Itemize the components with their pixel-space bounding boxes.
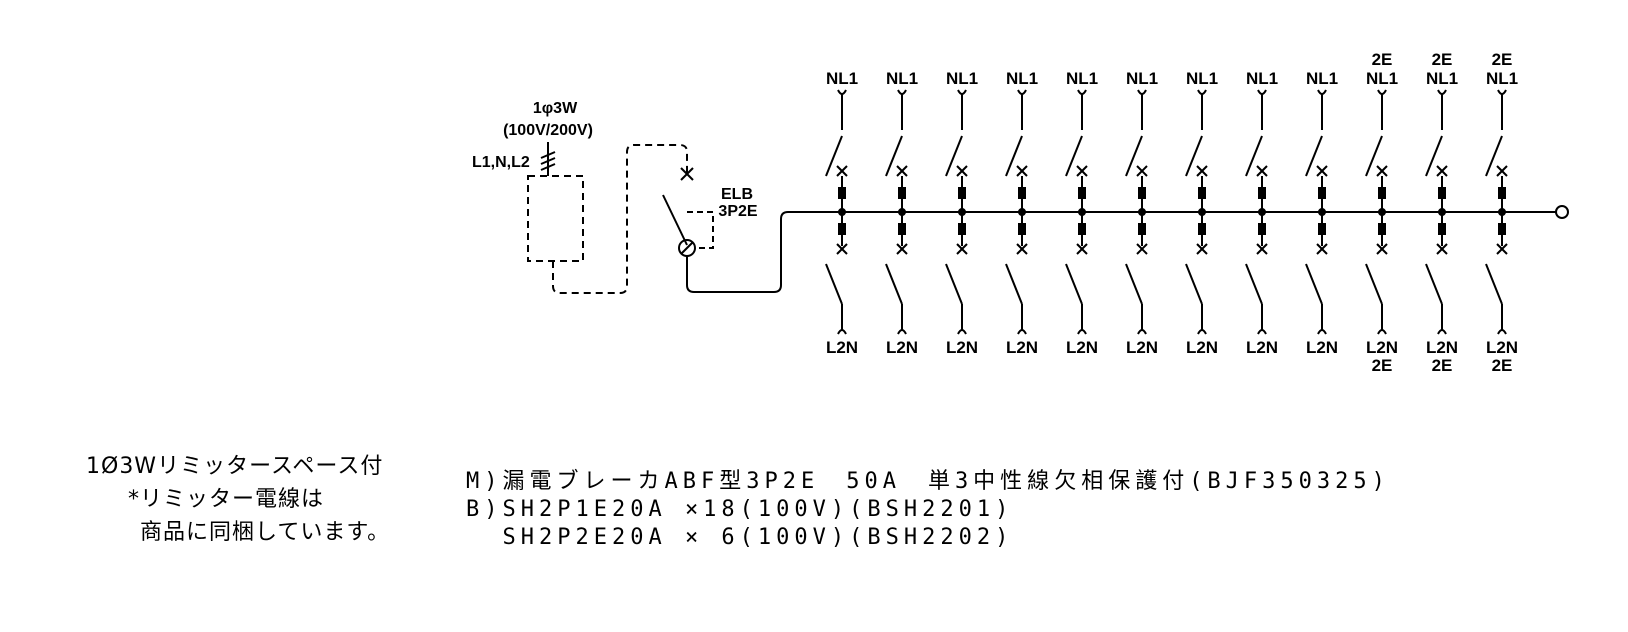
branch-bottom-label: 2E	[1492, 356, 1513, 375]
branch-bottom-label: L2N	[1006, 338, 1038, 357]
branch-top-label: NL1	[1006, 69, 1038, 88]
branch-bottom-label: 2E	[1372, 356, 1393, 375]
branch-top-label: NL1	[1306, 69, 1338, 88]
three-wire-ticks	[540, 142, 556, 176]
branch-bottom-label: 2E	[1432, 356, 1453, 375]
branch-bottom-label: L2N	[886, 338, 918, 357]
supply-conductor-label: L1,N,L2	[472, 154, 530, 171]
elb-poles-label: 3P2E	[718, 203, 757, 220]
branch-top-label: NL1	[1186, 69, 1218, 88]
branch-bottom-label: L2N	[946, 338, 978, 357]
branch-bottom-label: L2N	[1246, 338, 1278, 357]
elb-main-breaker	[662, 167, 800, 293]
branch-bottom-label: L2N	[1066, 338, 1098, 357]
limiter-note-line-3: 商品に同梱しています。	[140, 520, 391, 545]
limiter-wire	[552, 144, 688, 294]
branch-top-label: 2E	[1492, 50, 1513, 69]
spec-line-main-breaker: M)漏電ブレーカABF型3P2E 50A 単3中性線欠相保護付(BJF35032…	[466, 469, 1390, 494]
branch-top-label: NL1	[1426, 69, 1458, 88]
limiter-note-line-1: 1Ø3Wリミッタースペース付	[86, 454, 384, 479]
branch-top-label: NL1	[1246, 69, 1278, 88]
supply-phase-label: 1φ3W	[533, 100, 578, 117]
branch-top-label: NL1	[1066, 69, 1098, 88]
branch-top-label: NL1	[826, 69, 858, 88]
elb-type-label: ELB	[721, 186, 753, 203]
branch-top-label: 2E	[1432, 50, 1453, 69]
supply-voltage-label: (100V/200V)	[503, 122, 593, 139]
branch-bottom-label: L2N	[1486, 338, 1518, 357]
branch-bottom-label: L2N	[1366, 338, 1398, 357]
branch-top-label: 2E	[1372, 50, 1393, 69]
limiter-space-box	[527, 175, 584, 262]
branch-bottom-label: L2N	[1426, 338, 1458, 357]
branch-top-label: NL1	[1366, 69, 1398, 88]
branch-bottom-label: L2N	[1186, 338, 1218, 357]
branch-bottom-label: L2N	[1306, 338, 1338, 357]
bus-end-terminal	[1555, 205, 1569, 219]
limiter-note-line-2: *リミッター電線は	[128, 487, 325, 512]
branch-bottom-label: L2N	[1126, 338, 1158, 357]
branch-bottom-label: L2N	[826, 338, 858, 357]
branch-top-label: NL1	[886, 69, 918, 88]
branch-top-label: NL1	[1486, 69, 1518, 88]
branch-top-label: NL1	[1126, 69, 1158, 88]
spec-line-branch-1: B)SH2P1E20A ×18(100V)(BSH2201)	[466, 497, 1014, 522]
spec-line-branch-2: SH2P2E20A × 6(100V)(BSH2202)	[466, 525, 1014, 550]
branch-top-label: NL1	[946, 69, 978, 88]
